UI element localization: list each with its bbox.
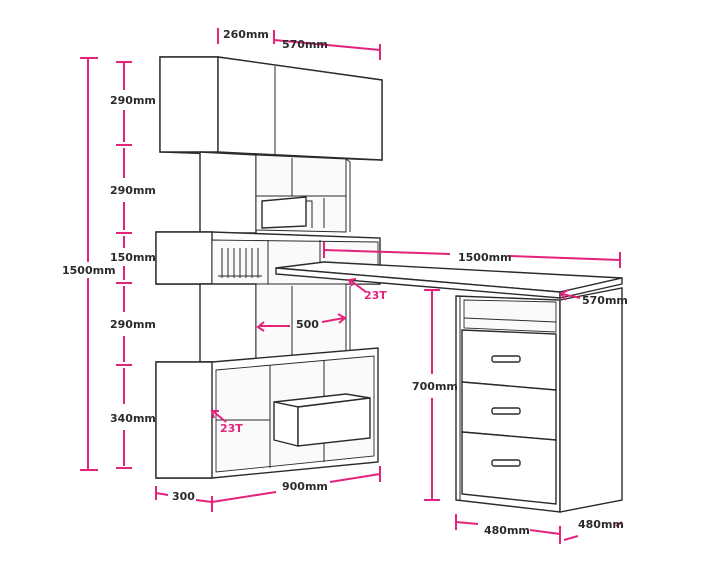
- label-height-150: 150mm: [110, 251, 156, 264]
- label-top-depth: 260mm: [223, 28, 269, 41]
- desk: [275, 261, 623, 513]
- label-inner-width: 500: [296, 318, 319, 331]
- label-shelf-thickness: 23T: [220, 422, 243, 435]
- label-desk-length: 1500mm: [458, 251, 512, 264]
- upper-open-shelf: [199, 151, 351, 234]
- dimension-labels: 260mm 570mm 1500mm 290mm 290mm 150mm 290…: [62, 28, 628, 537]
- label-base-depth: 300: [172, 490, 195, 503]
- bottom-cabinet: [155, 347, 379, 479]
- label-pedestal-width: 480mm: [484, 524, 530, 537]
- label-base-width: 900mm: [282, 480, 328, 493]
- lower-open-shelf: [199, 283, 351, 363]
- label-total-height: 1500mm: [62, 264, 116, 277]
- label-height-290-b: 290mm: [110, 184, 156, 197]
- label-desk-height: 700mm: [412, 380, 458, 393]
- label-top-width: 570mm: [282, 38, 328, 51]
- label-height-290-c: 290mm: [110, 318, 156, 331]
- label-height-290-a: 290mm: [110, 94, 156, 107]
- dimension-lines: [80, 28, 623, 544]
- top-cabinet: [159, 56, 383, 161]
- label-pedestal-depth: 480mm: [578, 518, 624, 531]
- label-height-340: 340mm: [110, 412, 156, 425]
- bookshelf-unit: [155, 56, 383, 479]
- label-desk-thickness: 23T: [364, 289, 387, 302]
- drawer-pedestal: [455, 287, 623, 513]
- label-desk-depth: 570mm: [582, 294, 628, 307]
